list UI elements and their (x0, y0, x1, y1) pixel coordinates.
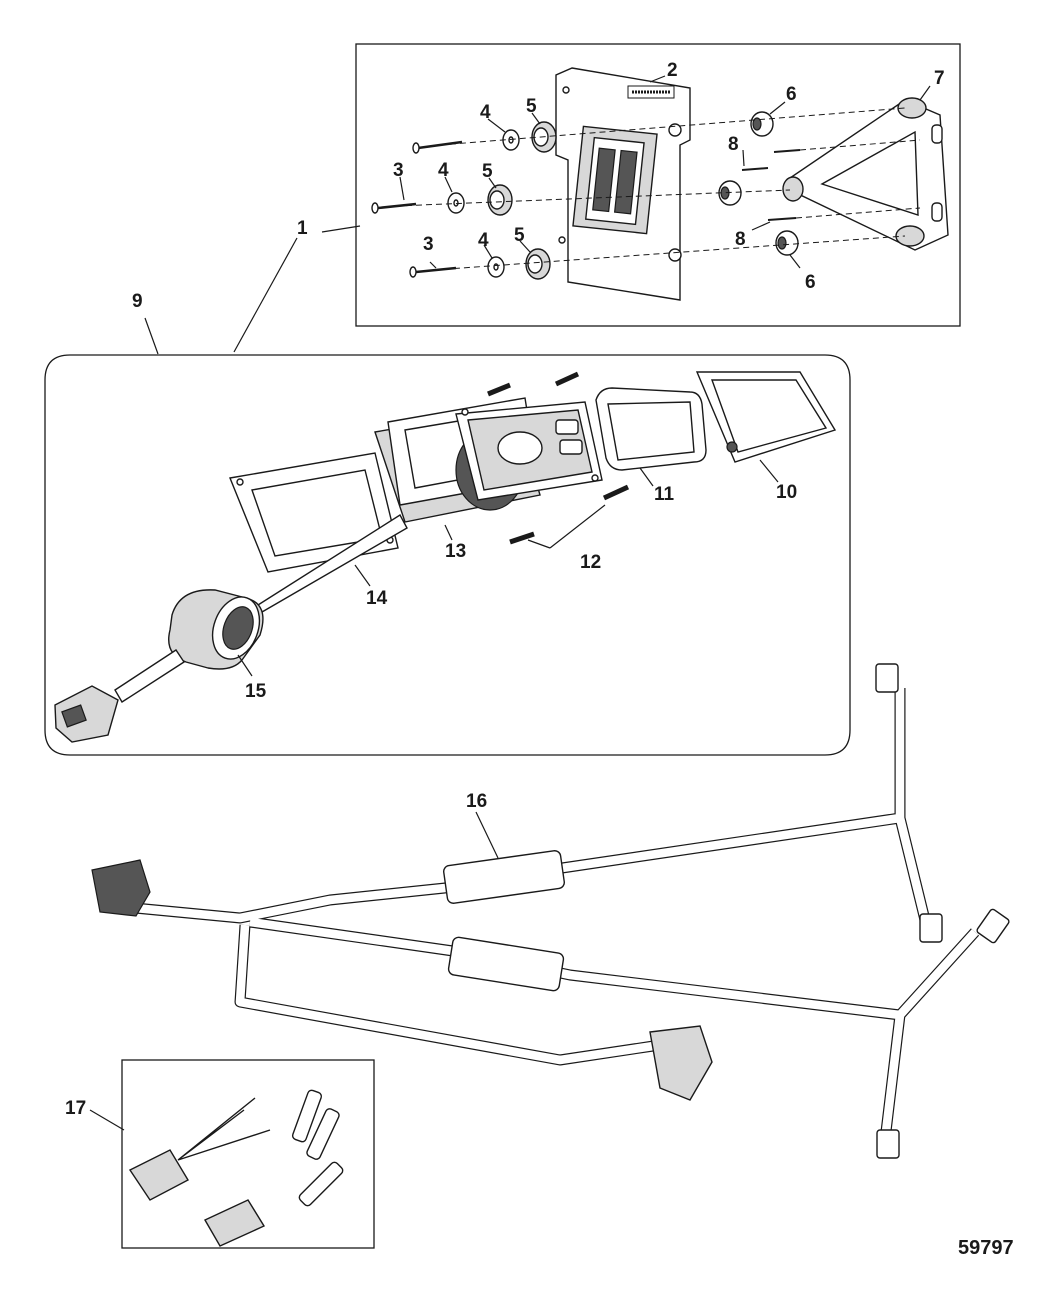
figure-number: 59797 (958, 1237, 1014, 1259)
bushings-6 (718, 111, 799, 256)
screws-8 (741, 149, 801, 221)
wiring-harness (91, 663, 1010, 1159)
callout-5c: 5 (514, 225, 525, 246)
grommets-5 (487, 121, 557, 280)
callout-5a: 5 (526, 96, 537, 117)
callout-9: 9 (132, 291, 143, 312)
callout-6a: 6 (786, 84, 797, 105)
cover-11 (595, 387, 707, 471)
callout-2: 2 (667, 60, 678, 81)
callout-8a: 8 (728, 134, 739, 155)
washers-4 (447, 129, 520, 278)
callout-17: 17 (65, 1098, 86, 1119)
callout-3a: 3 (393, 160, 404, 181)
callout-8b: 8 (735, 229, 746, 250)
retainer-15 (54, 589, 264, 743)
callout-4a: 4 (480, 102, 491, 123)
switch-panel (455, 401, 603, 501)
callout-14: 14 (366, 588, 388, 609)
leader-lines-top (233, 75, 931, 353)
callout-4c: 4 (478, 230, 489, 251)
bezel-10 (695, 371, 837, 463)
callout-12: 12 (580, 552, 601, 573)
bracket (782, 97, 949, 251)
callout-15: 15 (245, 681, 267, 702)
gasket-14 (229, 452, 399, 573)
mounting-plate-box (355, 43, 961, 327)
callout-13: 13 (445, 541, 466, 562)
callout-4b: 4 (438, 160, 449, 181)
callout-11: 11 (654, 484, 675, 505)
control-module-box (44, 317, 851, 756)
callout-7: 7 (934, 68, 945, 89)
adapter-box-17 (89, 1059, 375, 1249)
screws-12 (487, 371, 630, 545)
callouts: 2 4 5 6 7 8 3 4 5 1 3 4 5 8 6 9 11 10 13… (65, 60, 1014, 1259)
callout-5b: 5 (482, 161, 493, 182)
callout-16: 16 (466, 791, 487, 812)
callout-3b: 3 (423, 234, 434, 255)
callout-6b: 6 (805, 272, 816, 293)
callout-1: 1 (297, 218, 308, 239)
callout-10: 10 (776, 482, 797, 503)
